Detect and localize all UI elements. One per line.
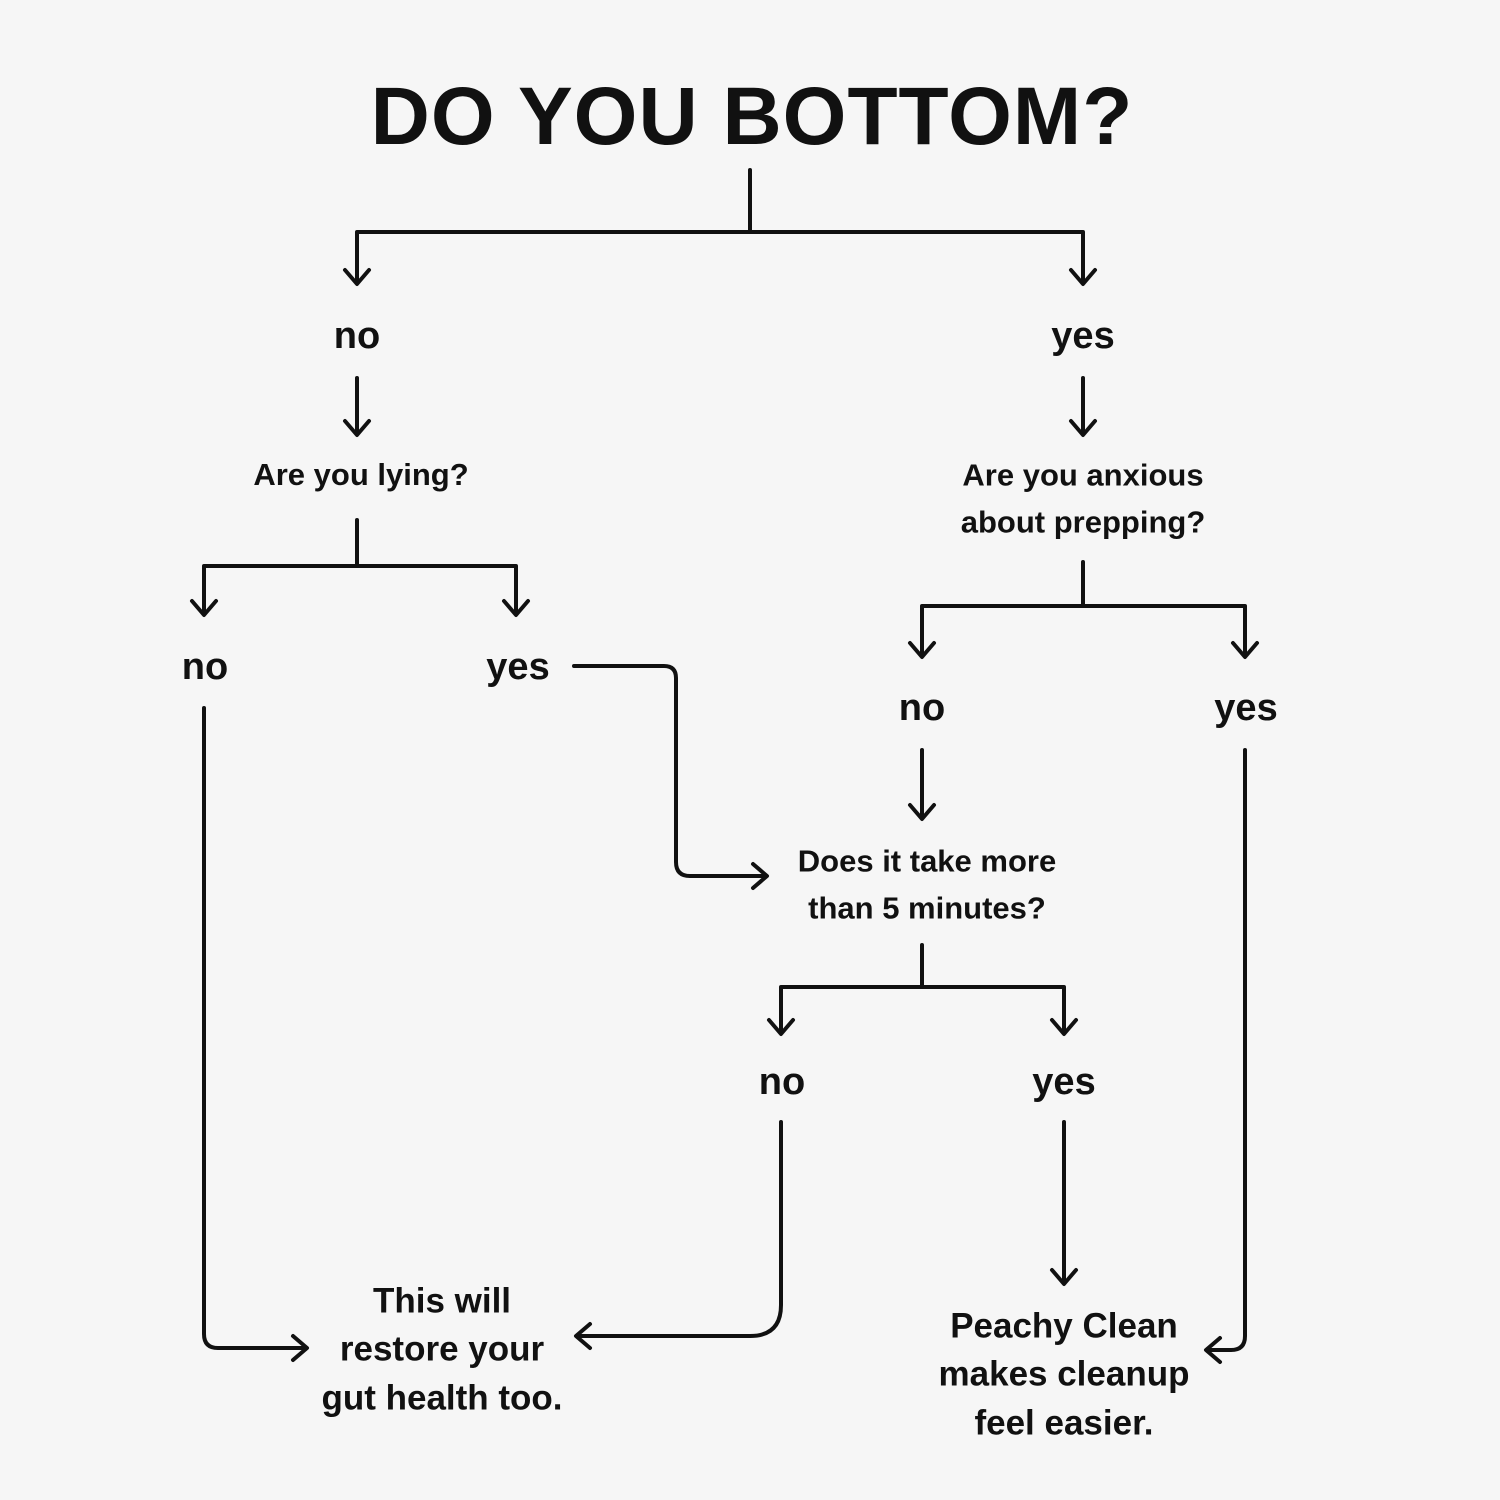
result-gut-health-line: gut health too. (321, 1378, 563, 1418)
lying-split-connector (202, 518, 518, 615)
question-anxious-line: about prepping? (960, 504, 1206, 539)
anxious-no-to-minutes-connector (908, 748, 936, 821)
question-minutes-line: Does it take more (797, 843, 1057, 879)
result-gut-health: This will restore your gut health too. (321, 1278, 562, 1423)
arrowhead (1231, 641, 1259, 659)
arrowhead (751, 862, 769, 890)
root-no-label: no (333, 315, 381, 357)
result-peachy-clean-line: Peachy Clean (950, 1306, 1178, 1346)
result-peachy-clean-line: makes cleanup (938, 1354, 1190, 1394)
question-minutes: Does it take more than 5 minutes? (798, 839, 1056, 932)
lying-no-to-gut-connector (202, 706, 307, 1350)
minutes-yes-to-peachy-connector (1050, 1120, 1078, 1286)
minutes-no-to-gut-connector (576, 1120, 783, 1338)
question-lying-line: Are you lying? (253, 456, 469, 492)
arrowhead (343, 268, 371, 286)
arrowhead (291, 1334, 309, 1362)
anxious-split-connector (920, 560, 1247, 657)
root-no-to-lying-connector (343, 376, 371, 437)
result-peachy-clean: Peachy Clean makes cleanup feel easier. (939, 1303, 1190, 1448)
arrowhead (908, 641, 936, 659)
question-anxious-line: Are you anxious (962, 457, 1204, 493)
minutes-no-label: no (758, 1061, 806, 1103)
root-split-connector (355, 168, 1085, 284)
arrowhead (1050, 1018, 1078, 1036)
arrowhead (502, 599, 530, 617)
arrowhead (1204, 1336, 1222, 1364)
flowchart-title: DO YOU BOTTOM? (370, 71, 1134, 162)
anxious-no-label: no (898, 687, 946, 729)
lying-no-label: no (181, 646, 229, 688)
anxious-yes-to-peachy-connector (1206, 748, 1247, 1352)
arrowhead (574, 1322, 592, 1350)
root-yes-to-anxious-connector (1069, 376, 1097, 437)
root-yes-label: yes (1051, 315, 1115, 357)
question-minutes-line: than 5 minutes? (808, 890, 1046, 925)
anxious-yes-label: yes (1214, 687, 1278, 729)
minutes-split-connector (779, 943, 1066, 1034)
question-lying: Are you lying? (253, 452, 468, 499)
arrowhead (1069, 268, 1097, 286)
question-anxious: Are you anxious about prepping? (961, 453, 1206, 546)
minutes-yes-label: yes (1032, 1061, 1096, 1103)
lying-yes-label: yes (486, 646, 550, 688)
result-gut-health-line: This will (372, 1281, 512, 1321)
arrowhead (767, 1018, 795, 1036)
result-gut-health-line: restore your (339, 1329, 545, 1369)
result-peachy-clean-line: feel easier. (974, 1403, 1154, 1443)
lying-yes-to-minutes-connector (572, 664, 767, 878)
arrowhead (190, 599, 218, 617)
